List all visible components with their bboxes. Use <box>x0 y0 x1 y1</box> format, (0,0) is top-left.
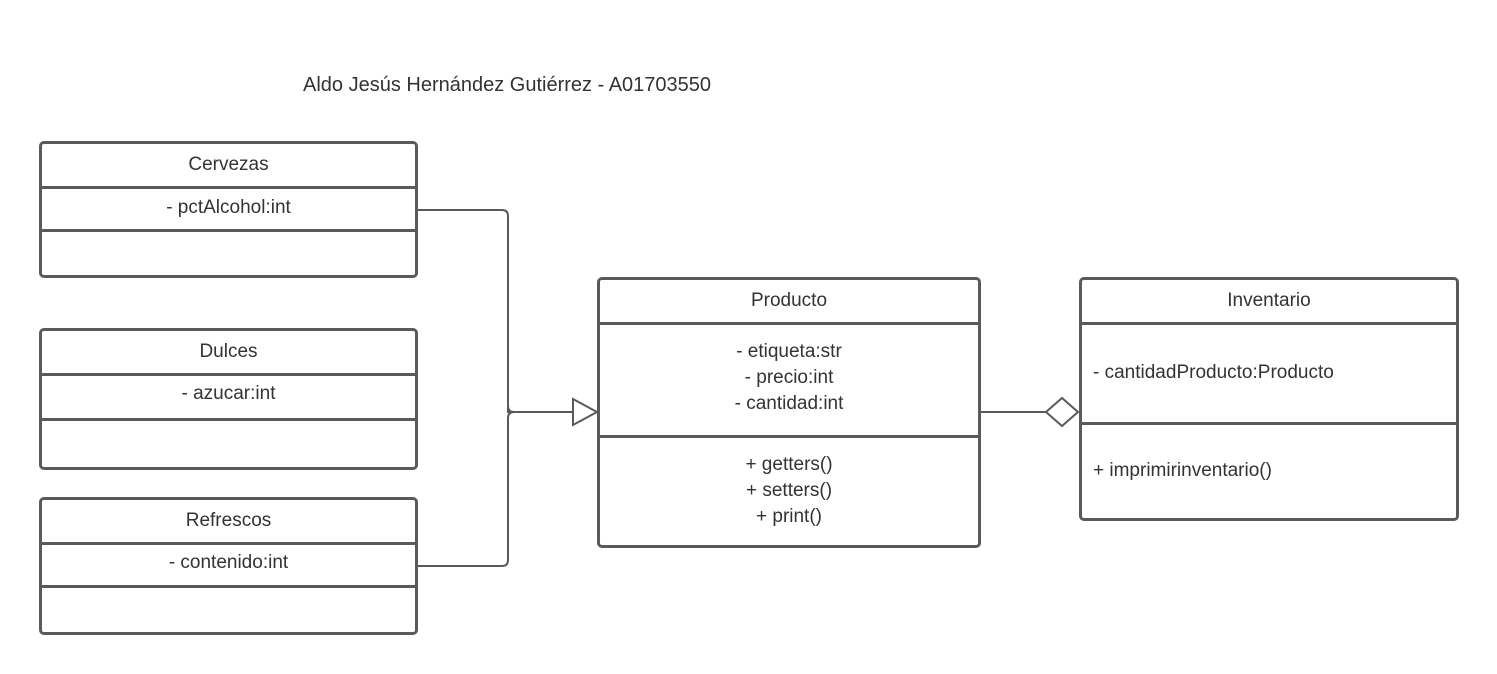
diagram-author: Aldo Jesús Hernández Gutiérrez - A017035… <box>303 74 712 96</box>
class-name: Producto <box>750 290 828 311</box>
class-refrescos-name: Refrescos <box>42 500 415 542</box>
class-cervezas-methods <box>42 229 415 275</box>
class-dulces-attributes: - azucar:int <box>42 373 415 418</box>
class-refrescos-methods <box>42 585 415 632</box>
class-dulces-name: Dulces <box>42 331 415 373</box>
class-name: Cervezas <box>188 154 269 175</box>
class-cervezas-name: Cervezas <box>42 144 415 186</box>
class-inventario-methods: + imprimirinventario() <box>1082 422 1456 518</box>
attribute-item: - azucar:int <box>181 383 276 404</box>
attribute-item: - contenido:int <box>168 552 289 573</box>
class-inventario[interactable]: Inventario - cantidadProducto:Producto +… <box>1079 277 1459 521</box>
class-producto[interactable]: Producto - etiqueta:str - precio:int - c… <box>597 277 981 548</box>
class-name: Refrescos <box>185 510 272 531</box>
class-cervezas[interactable]: Cervezas - pctAlcohol:int <box>39 141 418 278</box>
aggregation-diamond <box>1044 396 1080 428</box>
method-item: + print() <box>756 506 822 527</box>
class-dulces[interactable]: Dulces - azucar:int <box>39 328 418 470</box>
method-item: + getters() <box>745 454 833 475</box>
class-name: Inventario <box>1227 290 1311 311</box>
class-refrescos[interactable]: Refrescos - contenido:int <box>39 497 418 635</box>
class-cervezas-attributes: - pctAlcohol:int <box>42 186 415 229</box>
attribute-item: - etiqueta:str <box>736 341 842 362</box>
inheritance-edge-refrescos <box>418 411 515 567</box>
class-producto-methods: + getters() + setters() + print() <box>600 435 978 545</box>
attribute-item: - cantidad:int <box>734 393 844 414</box>
attribute-item: - cantidadProducto:Producto <box>1093 362 1334 383</box>
attribute-item: - pctAlcohol:int <box>166 197 291 218</box>
class-refrescos-attributes: - contenido:int <box>42 542 415 585</box>
class-inventario-name: Inventario <box>1082 280 1456 322</box>
inheritance-edge-cervezas <box>418 209 573 413</box>
attribute-item: - precio:int <box>744 367 834 388</box>
class-producto-attributes: - etiqueta:str - precio:int - cantidad:i… <box>600 322 978 435</box>
class-dulces-methods <box>42 418 415 467</box>
inheritance-arrowhead <box>572 397 600 427</box>
method-item: + setters() <box>745 480 833 501</box>
class-inventario-attributes: - cantidadProducto:Producto <box>1082 322 1456 422</box>
method-item: + imprimirinventario() <box>1093 460 1272 481</box>
class-producto-name: Producto <box>600 280 978 322</box>
class-name: Dulces <box>199 341 258 362</box>
inheritance-edge-dulces <box>507 406 573 413</box>
